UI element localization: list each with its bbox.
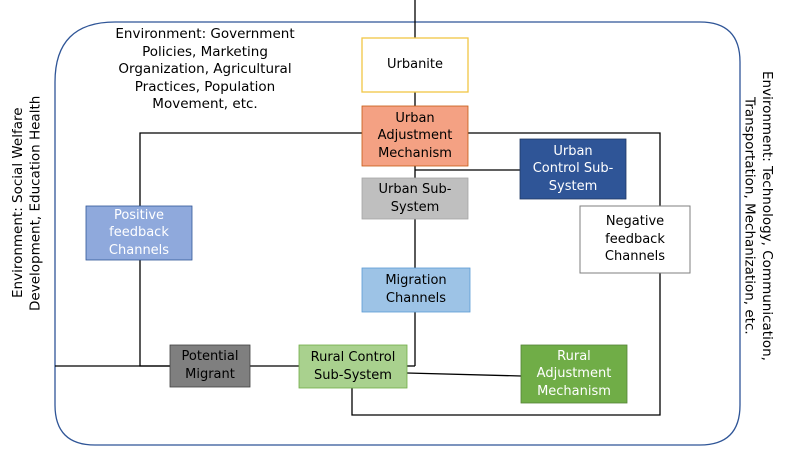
rural-control-box: Rural Control Sub-System: [310, 349, 396, 383]
environment-top-label: Environment: Government Policies, Market…: [115, 26, 295, 113]
urban-control-box: Urban Control Sub- System: [532, 143, 614, 194]
urbanite-box-shape: [361, 37, 469, 93]
line-rural-control-adjustment: [406, 372, 522, 377]
positive-feedback-box-shape: [85, 205, 193, 261]
urban-adjustment-box-shape: [361, 105, 469, 167]
potential-migrant-box: Potential Migrant: [181, 349, 239, 382]
migration-channels-box: Migration Channels: [385, 273, 447, 306]
negative-feedback-box: Negative feedback Channels: [604, 214, 666, 265]
urbanite-box: Urbanite: [386, 57, 444, 73]
urban-subsystem-box: Urban Sub- System: [378, 181, 452, 215]
negative-feedback-box-shape: [579, 205, 691, 274]
rural-control-box-shape: [298, 344, 408, 389]
urban-subsystem-box-shape: [361, 177, 469, 220]
urban-control-box-shape: [519, 138, 627, 200]
positive-feedback-box: Positive feedback Channels: [108, 207, 170, 258]
potential-migrant-box-shape: [169, 344, 251, 388]
rural-adjustment-box: Rural Adjustment Mechanism: [536, 348, 612, 399]
line-negative-feedback-loop: [351, 132, 661, 416]
environment-left-label: Environment: Social Welfare Development,…: [10, 95, 44, 311]
migration-channels-box-shape: [361, 267, 471, 313]
environment-boundary: [54, 21, 741, 446]
environment-right-label: Environment: Technology, Communication, …: [741, 71, 776, 361]
urban-adjustment-box: Urban Adjustment Mechanism: [377, 110, 453, 161]
rural-adjustment-box-shape: [520, 344, 628, 404]
